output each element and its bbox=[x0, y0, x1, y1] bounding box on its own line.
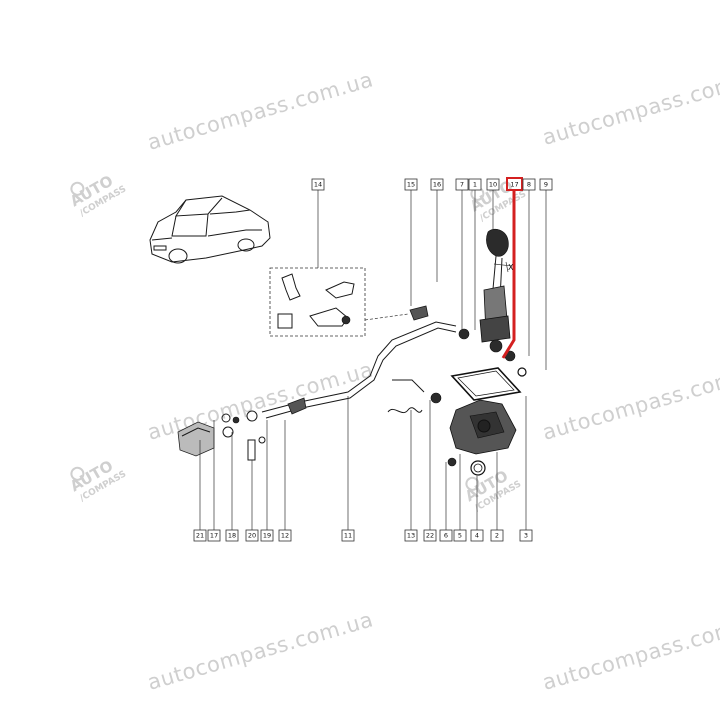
kit-14-group bbox=[269, 190, 409, 337]
car-illustration bbox=[149, 195, 271, 264]
callout-17b-label: 17 bbox=[210, 532, 218, 540]
callout-4-label: 4 bbox=[475, 532, 479, 540]
callout-19-label: 19 bbox=[263, 532, 271, 540]
callout-6: 6 bbox=[439, 529, 453, 542]
callout-5-label: 5 bbox=[458, 532, 462, 540]
dimension-x-label: X bbox=[508, 263, 514, 272]
callout-5: 5 bbox=[453, 529, 467, 542]
callout-2: 2 bbox=[490, 529, 504, 542]
watermark-layer: autocompass.com.ua autocompass.com.ua au… bbox=[67, 62, 720, 694]
callout-15-label: 15 bbox=[407, 181, 415, 189]
callout-21-label: 21 bbox=[196, 532, 204, 540]
watermark-text-top: autocompass.com.ua bbox=[145, 67, 376, 154]
callout-4: 4 bbox=[470, 529, 484, 542]
callout-12-label: 12 bbox=[281, 532, 289, 540]
callout-19: 19 bbox=[260, 529, 274, 542]
callout-16-label: 16 bbox=[433, 181, 441, 189]
gear-linkage-rod bbox=[261, 305, 457, 419]
callout-20: 20 bbox=[245, 529, 259, 542]
callout-17b: 17 bbox=[207, 529, 221, 542]
gear-lever-assembly bbox=[479, 228, 513, 353]
callout-8: 8 bbox=[522, 178, 536, 191]
watermark-text-bottom: autocompass.com.ua bbox=[145, 607, 376, 694]
callout-22: 22 bbox=[423, 529, 437, 542]
callout-14-label: 14 bbox=[314, 181, 322, 189]
callout-9-label: 9 bbox=[544, 181, 548, 189]
callout-11-label: 11 bbox=[344, 532, 352, 540]
callout-8-label: 8 bbox=[527, 181, 531, 189]
callout-18: 18 bbox=[225, 529, 239, 542]
callout-10: 10 bbox=[486, 178, 500, 191]
callout-13: 13 bbox=[404, 529, 418, 542]
watermark-text-bottom-right: autocompass.com.ua bbox=[540, 607, 720, 694]
callout-17: 17 bbox=[510, 181, 518, 189]
callout-13-label: 13 bbox=[407, 532, 415, 540]
watermark-text-top-right: autocompass.com.ua bbox=[540, 62, 720, 149]
gasket-plate-3 bbox=[450, 367, 522, 401]
highlight-part-17 bbox=[501, 177, 523, 359]
callout-15: 15 bbox=[404, 178, 418, 191]
callout-12: 12 bbox=[278, 529, 292, 542]
callout-16: 16 bbox=[430, 178, 444, 191]
gearbox-housing-2 bbox=[447, 399, 517, 476]
callout-7-label: 7 bbox=[460, 181, 464, 189]
watermark-logo-4: AUTO /COMPASS bbox=[462, 467, 523, 514]
leader-lines bbox=[199, 190, 547, 530]
watermark-logo-3: AUTO /COMPASS bbox=[67, 457, 128, 504]
callout-2-label: 2 bbox=[495, 532, 499, 540]
callout-17-label: 17 bbox=[510, 181, 518, 189]
small-fasteners-left bbox=[221, 410, 266, 461]
callout-11: 11 bbox=[341, 529, 355, 542]
callout-3-label: 3 bbox=[524, 532, 528, 540]
watermark-logo-2: AUTO /COMPASS bbox=[467, 177, 528, 224]
callout-3: 3 bbox=[519, 529, 533, 542]
watermark-logo-1: AUTO /COMPASS bbox=[67, 172, 128, 219]
callout-9: 9 bbox=[539, 178, 553, 191]
callout-10-label: 10 bbox=[489, 181, 497, 189]
callout-18-label: 18 bbox=[228, 532, 236, 540]
watermark-text-mid-right: autocompass.com.ua bbox=[540, 357, 720, 444]
callout-6-label: 6 bbox=[444, 532, 448, 540]
callout-1-label: 1 bbox=[473, 181, 477, 189]
callout-14: 14 bbox=[311, 178, 325, 191]
callout-22-label: 22 bbox=[426, 532, 434, 540]
callout-20-label: 20 bbox=[248, 532, 256, 540]
callout-7: 7 bbox=[455, 178, 469, 191]
callout-21: 21 bbox=[193, 529, 207, 542]
callout-1: 1 bbox=[468, 178, 482, 191]
spring-13 bbox=[387, 379, 442, 414]
